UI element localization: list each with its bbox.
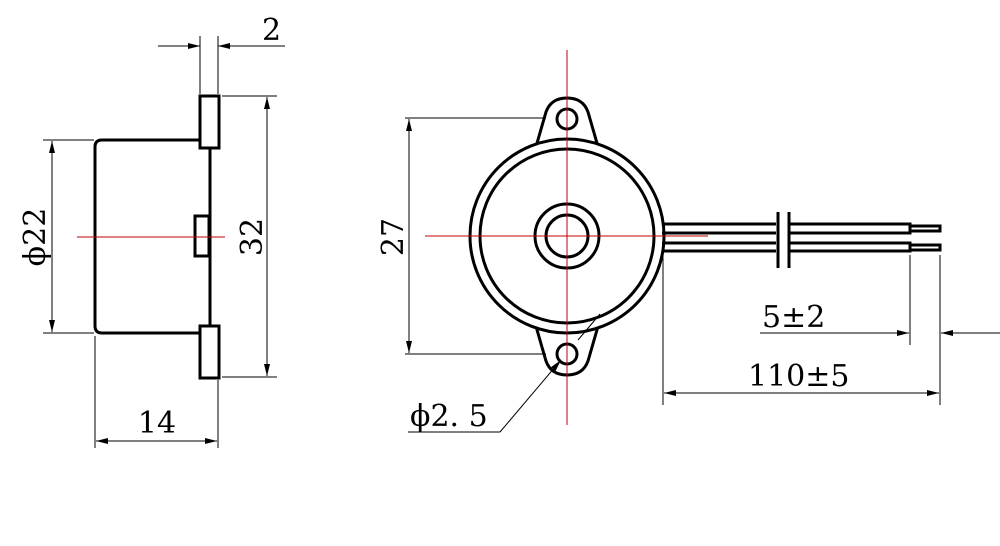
lead-length-label: 110±5 [748, 359, 849, 394]
side-view: 2 32 ϕ22 14 [18, 13, 285, 448]
mount-height-label: 32 [235, 218, 270, 256]
body-diameter-label: ϕ22 [18, 208, 53, 267]
lead-wires [662, 212, 942, 268]
flange-bottom [198, 324, 221, 380]
terminal-tab [193, 214, 211, 258]
hole-spacing-label: 27 [376, 218, 411, 256]
flange-thickness-label: 2 [262, 13, 281, 48]
center-cross [561, 230, 573, 242]
strip-length-label: 5±2 [762, 300, 825, 335]
leader-line [499, 359, 562, 433]
body-depth-label: 14 [138, 406, 176, 441]
front-view: 27 ϕ2. 5 5±2 110±5 [376, 50, 1000, 434]
hole-diameter-label: ϕ2. 5 [410, 399, 488, 434]
leader-line [577, 313, 601, 341]
flange-top [198, 94, 221, 150]
